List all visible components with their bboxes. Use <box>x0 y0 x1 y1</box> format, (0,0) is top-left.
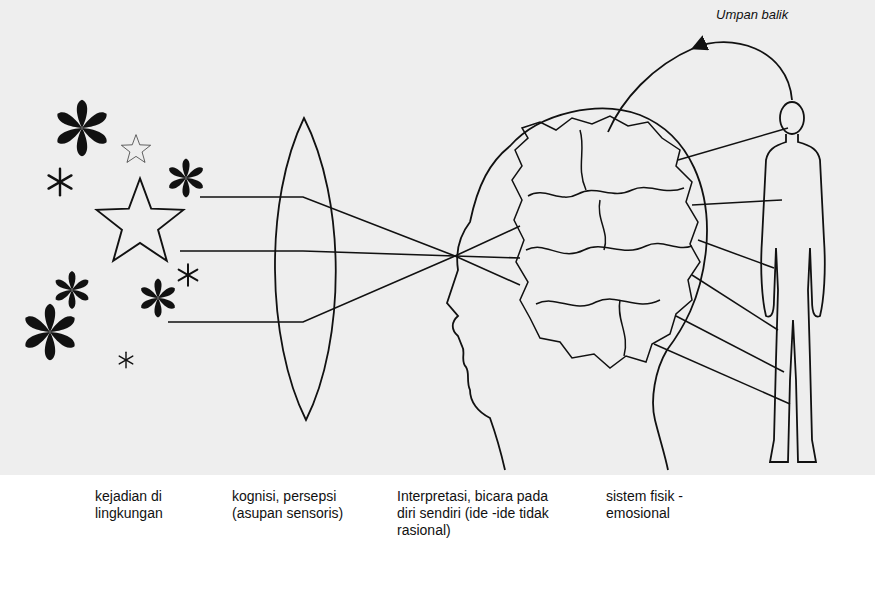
lens <box>275 118 336 420</box>
stage-caption: kejadian di lingkungan <box>95 488 187 522</box>
stage-caption: Interpretasi, bicara pada diri sendiri (… <box>397 488 565 539</box>
sensory-rays <box>168 197 520 322</box>
stage-caption: sistem fisik -emosional <box>606 488 718 522</box>
feedback-arrow <box>608 42 792 132</box>
stage-caption: kognisi, persepsi (asupan sensoris) <box>232 488 356 522</box>
brain <box>512 116 700 368</box>
human-figure <box>761 102 825 462</box>
feedback-label: Umpan balik <box>716 6 788 23</box>
environment-events <box>23 100 205 368</box>
body-links <box>654 128 790 404</box>
scan-ground <box>0 0 875 475</box>
head-profile <box>447 109 707 470</box>
